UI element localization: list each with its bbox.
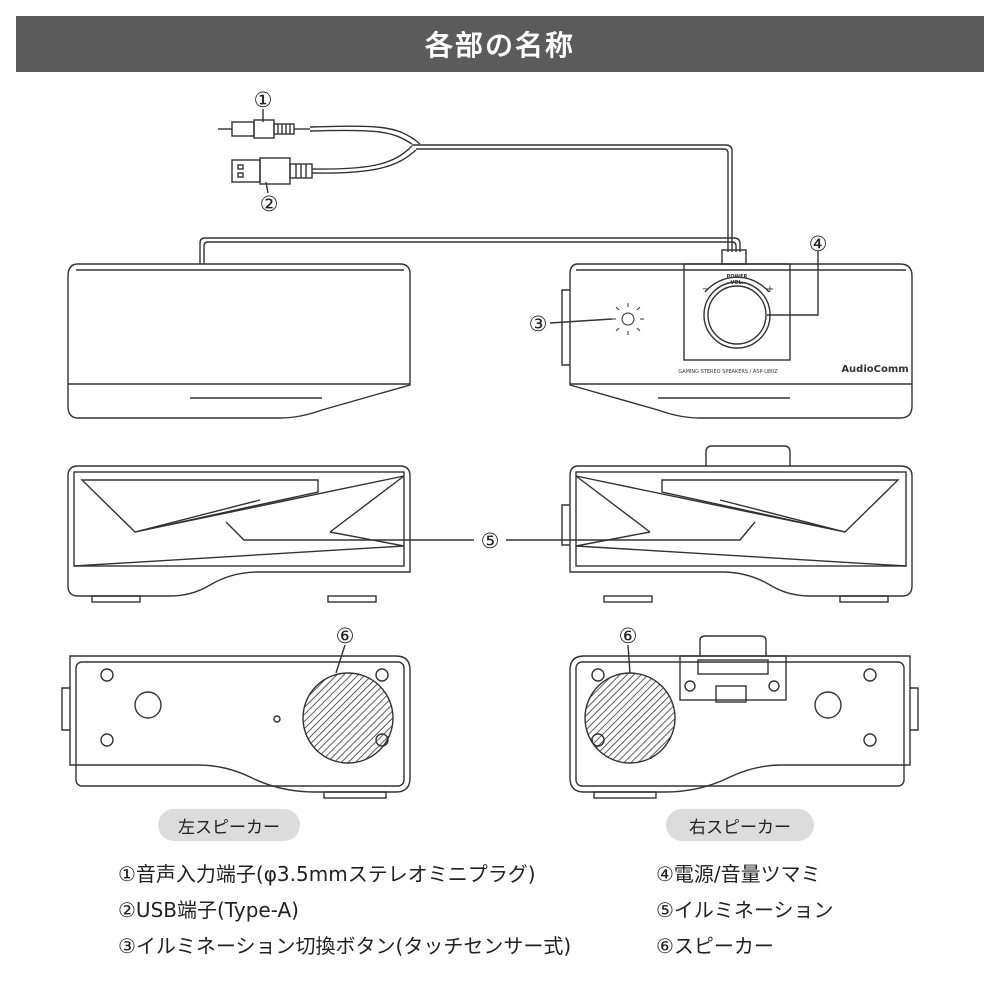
knob-minus-label: − (702, 284, 710, 295)
page-title: 各部の名称 (16, 16, 984, 72)
brand-logo: AudioComm (841, 364, 908, 375)
part-item-6: ⑥スピーカー (656, 934, 774, 958)
callout-line-4 (767, 251, 819, 316)
callout-6-right: ⑥ (619, 624, 638, 648)
touch-sensor-icon (612, 303, 644, 335)
callout-line-6b (627, 644, 631, 674)
right-speaker-label: 右スピーカー (666, 809, 814, 841)
right-speaker-bottom (569, 635, 919, 799)
part-item-4: ④電源/音量ツマミ (656, 862, 821, 886)
knob-power-label: POWER (727, 274, 748, 280)
right-speaker-front (561, 263, 913, 419)
callout-line-2 (265, 181, 269, 194)
callout-5: ⑤ (481, 529, 500, 553)
callout-2: ② (260, 192, 279, 216)
part-item-2: ②USB端子(Type-A) (118, 898, 299, 922)
cables (199, 125, 747, 265)
callout-4: ④ (809, 232, 828, 256)
knob-vol-label: VOL. (730, 280, 743, 286)
part-item-3: ③イルミネーション切換ボタン(タッチセンサー式) (118, 934, 572, 958)
left-speaker-top (67, 465, 411, 603)
left-speaker-bottom (61, 655, 411, 799)
usb-plug (231, 157, 313, 185)
audio-plug (218, 119, 310, 139)
knob-plus-label: + (766, 284, 774, 295)
callout-1: ① (254, 88, 273, 112)
callout-3: ③ (529, 312, 548, 336)
part-item-1: ①音声入力端子(φ3.5mmステレオミニプラグ) (118, 862, 536, 886)
callout-line-6a (335, 644, 346, 674)
model-label: GAMING STEREO SPEAKERS / ASP-U80Z (678, 369, 778, 375)
callout-6-left: ⑥ (336, 624, 355, 648)
callout-line-3 (549, 318, 613, 324)
callout-line-5a (225, 521, 474, 541)
left-speaker-front (67, 263, 411, 419)
parts-list-left: ①音声入力端子(φ3.5mmステレオミニプラグ) ②USB端子(Type-A) … (118, 856, 571, 964)
part-item-5: ⑤イルミネーション (656, 898, 834, 922)
parts-list-right: ④電源/音量ツマミ ⑤イルミネーション ⑥スピーカー (656, 856, 834, 964)
left-speaker-label: 左スピーカー (158, 809, 300, 841)
right-speaker-top (561, 445, 913, 603)
callout-line-5b (506, 521, 756, 541)
